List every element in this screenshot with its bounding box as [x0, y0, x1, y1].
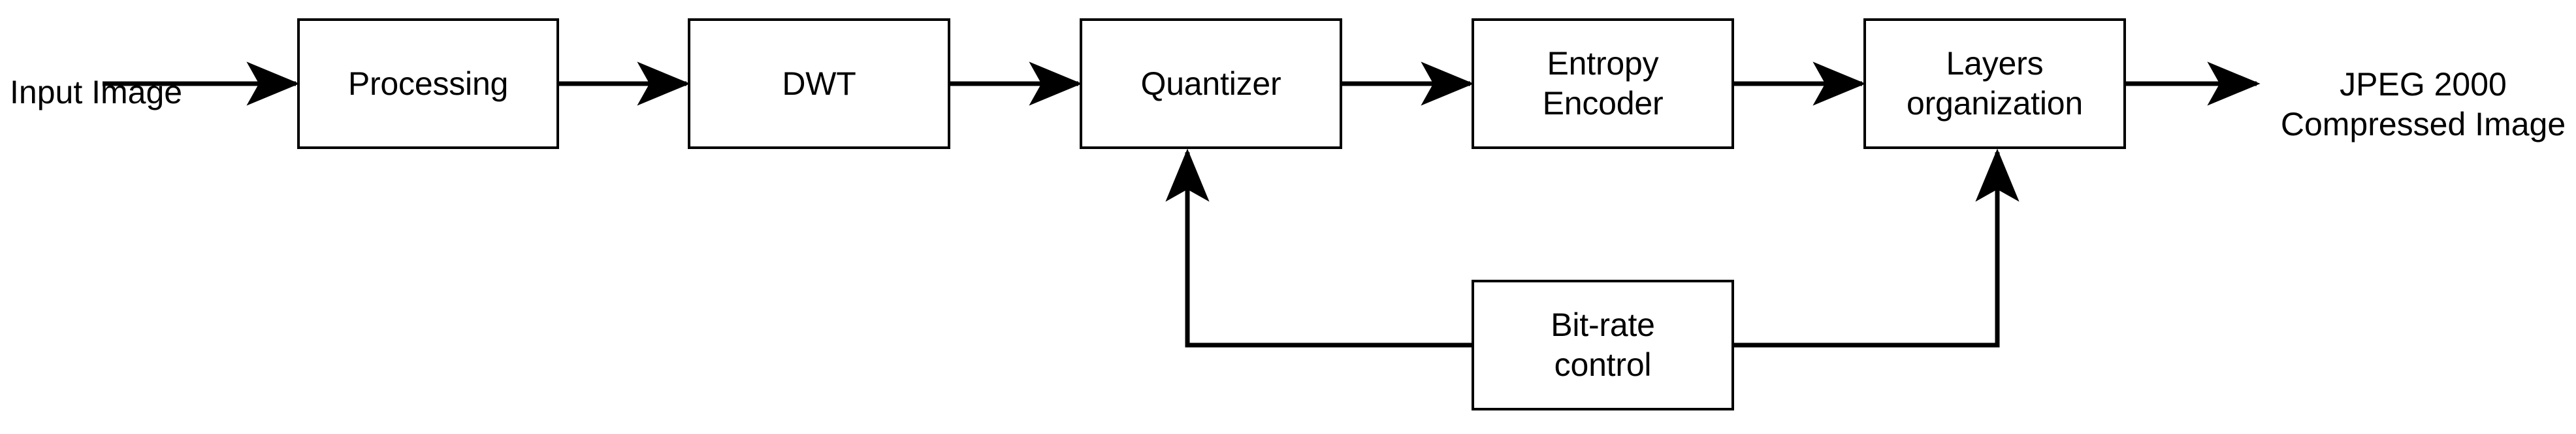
block-quantizer-label: Quantizer — [1140, 65, 1281, 102]
block-layers-organization-label: Layers organization — [1906, 45, 2083, 122]
input-image-text: Input Image — [10, 74, 183, 110]
block-bit-rate-control[interactable]: Bit-rate control — [1472, 280, 1734, 410]
output-image-text: JPEG 2000 Compressed Image — [2280, 66, 2566, 142]
block-processing[interactable]: Processing — [297, 18, 559, 149]
output-image-label: JPEG 2000 Compressed Image — [2273, 25, 2573, 144]
block-entropy-encoder[interactable]: Entropy Encoder — [1472, 18, 1734, 149]
block-bit-rate-control-label: Bit-rate control — [1551, 307, 1655, 383]
block-quantizer[interactable]: Quantizer — [1080, 18, 1342, 149]
block-dwt[interactable]: DWT — [688, 18, 950, 149]
edge-bitrate-to-layers — [1734, 148, 2020, 348]
edge-bitrate-to-quantizer — [1165, 148, 1472, 348]
input-image-label: Input Image — [10, 33, 182, 112]
block-dwt-label: DWT — [782, 65, 856, 102]
block-layers-organization[interactable]: Layers organization — [1863, 18, 2126, 149]
block-processing-label: Processing — [347, 65, 509, 102]
block-entropy-encoder-label: Entropy Encoder — [1542, 45, 1664, 122]
